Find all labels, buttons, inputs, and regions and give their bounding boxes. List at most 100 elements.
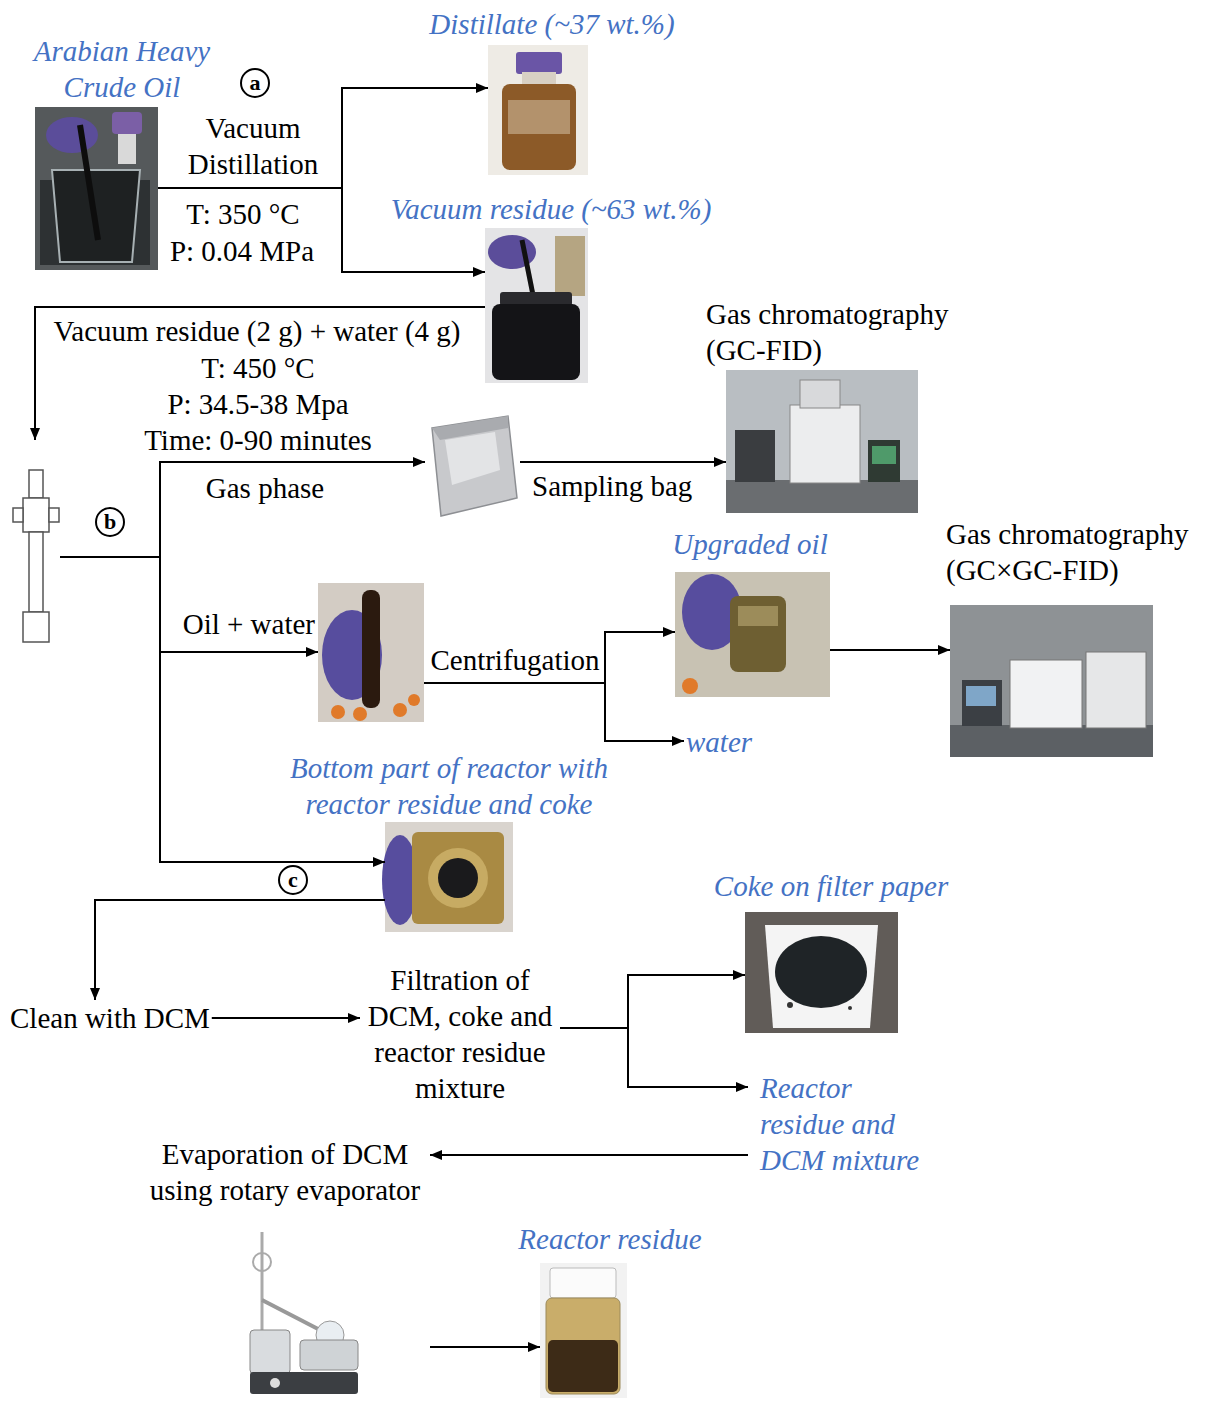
reactor-drawing [49, 508, 59, 522]
crude-oil-photo [46, 117, 98, 153]
upgraded-oil-photo [730, 596, 786, 672]
distillate-photo [488, 45, 588, 175]
reactor-bottom-photo [382, 822, 513, 932]
distillate-photo [488, 45, 588, 175]
crude-oil-photo [35, 107, 158, 270]
edge-label: Gas phase [180, 470, 350, 506]
reactor-residue-photo: Reactor residue [540, 1263, 627, 1398]
oil-water-tube-photo [393, 703, 407, 717]
reactor-residue-photo [546, 1298, 620, 1394]
coke-filter-photo [775, 936, 867, 1008]
gcxgc-photo [1010, 660, 1082, 728]
process-step: Filtration of DCM, coke and reactor resi… [360, 962, 560, 1106]
gcxgc-photo [950, 605, 1153, 757]
condition-text: T: 450 °C [148, 350, 368, 386]
upgraded-oil-photo [682, 678, 698, 694]
gc-fid-photo: Gas chromatography (GC-FID) [726, 370, 918, 513]
coke-filter-photo [765, 925, 878, 1028]
coke-filter-photo [745, 912, 898, 1033]
flow-arrow [520, 461, 726, 463]
upgraded-oil-photo [738, 606, 778, 626]
flow-arrow [560, 1028, 748, 1087]
vacuum-residue-photo [555, 236, 585, 296]
vacuum-residue-photo [485, 228, 588, 383]
gcxgc-photo [966, 686, 996, 706]
coke-filter-photo [787, 1002, 793, 1008]
vacuum-residue-photo [492, 304, 580, 380]
gc-fid-photo [800, 380, 840, 408]
distillate-photo [522, 72, 556, 84]
gcxgc-photo: Gas chromatography (GC×GC-FID) [950, 605, 1153, 757]
coke-filter-photo [745, 912, 898, 1033]
flow-arrow [95, 900, 385, 1000]
caption-text: Gas chromatography (GC×GC-FID) [946, 516, 1198, 588]
upgraded-oil-photo [675, 572, 830, 697]
step-text: Clean with DCM [10, 1000, 210, 1036]
distillate-photo [502, 84, 576, 170]
flow-arrow [158, 88, 488, 188]
rotary-evaporator-photo [250, 1330, 290, 1374]
caption-text: Oil + water [135, 606, 315, 642]
sampling-bag-photo [432, 416, 508, 440]
gc-fid-photo [872, 446, 896, 464]
step-text: Evaporation of DCM using rotary evaporat… [140, 1136, 430, 1208]
step-text: Reactor residue and DCM mixture [760, 1070, 935, 1178]
condition-text: P: 0.04 MPa [132, 233, 352, 269]
caption-text: Sampling bag [532, 468, 732, 504]
rotary-evaporator-photo [245, 1228, 362, 1398]
flow-arrow [830, 649, 950, 651]
oil-water-tube-photo [353, 707, 367, 721]
vacuum-residue-photo [500, 292, 572, 306]
sampling-bag-photo [432, 416, 517, 516]
gcxgc-photo [1086, 652, 1146, 728]
reactor-drawing [29, 532, 43, 612]
upgraded-oil-photo [675, 572, 830, 697]
reactor-vessel: b [12, 440, 60, 644]
rotary-evaporator-photo [262, 1300, 320, 1330]
gcxgc-photo [950, 605, 1153, 757]
rotary-evaporator-photo [250, 1372, 358, 1394]
gc-fid-photo [868, 440, 900, 482]
coke-filter-photo: Coke on filter paper [745, 912, 898, 1033]
gc-fid-photo [726, 480, 918, 513]
reactor-drawing [23, 612, 49, 642]
sampling-bag-photo [445, 432, 500, 485]
caption-text: Reactor residue [490, 1221, 730, 1257]
reactor-bottom-photo [438, 858, 478, 898]
reactor-residue-photo [540, 1263, 627, 1398]
rotary-evaporator-photo [245, 1228, 362, 1398]
distillate-photo [516, 52, 562, 74]
gc-fid-photo [735, 430, 775, 482]
edge-label: Centrifugation [415, 642, 615, 678]
caption-text: Bottom part of reactor with reactor resi… [269, 750, 629, 822]
oil-water-tube-photo [318, 583, 424, 722]
edge-label: Vacuum Distillation [168, 110, 338, 182]
coke-filter-photo [848, 1006, 852, 1010]
step-letter: b [95, 507, 125, 537]
caption-text: Distillate (~37 wt.%) [382, 6, 722, 42]
reactor-bottom-photo [412, 832, 504, 924]
distillate-photo: Distillate (~37 wt.%) [488, 45, 588, 175]
reactor-drawing [13, 470, 59, 642]
step-text: water [686, 724, 752, 760]
flow-arrow [430, 1346, 540, 1348]
product-text: water [684, 724, 754, 760]
reactor-drawing [23, 498, 49, 532]
step-letter: c [278, 865, 308, 895]
oil-water-tube-photo [331, 705, 345, 719]
flow-arrow [35, 307, 485, 440]
gcxgc-photo [962, 680, 1002, 726]
flow-arrow [424, 683, 684, 741]
oil-water-tube-photo [408, 694, 420, 706]
gc-fid-photo [790, 405, 860, 483]
sampling-bag-photo: Sampling bag [425, 413, 520, 522]
reactor-residue-photo [550, 1268, 616, 1298]
flow-arrow [60, 462, 425, 557]
condition-text: P: 34.5-38 Mpa [128, 386, 388, 422]
process-step: Clean with DCM [8, 1000, 212, 1036]
sampling-bag-photo [432, 416, 517, 516]
condition-text: T: 350 °C [133, 196, 353, 232]
crude-oil-photo [80, 125, 98, 240]
vacuum-residue-photo [485, 228, 588, 383]
